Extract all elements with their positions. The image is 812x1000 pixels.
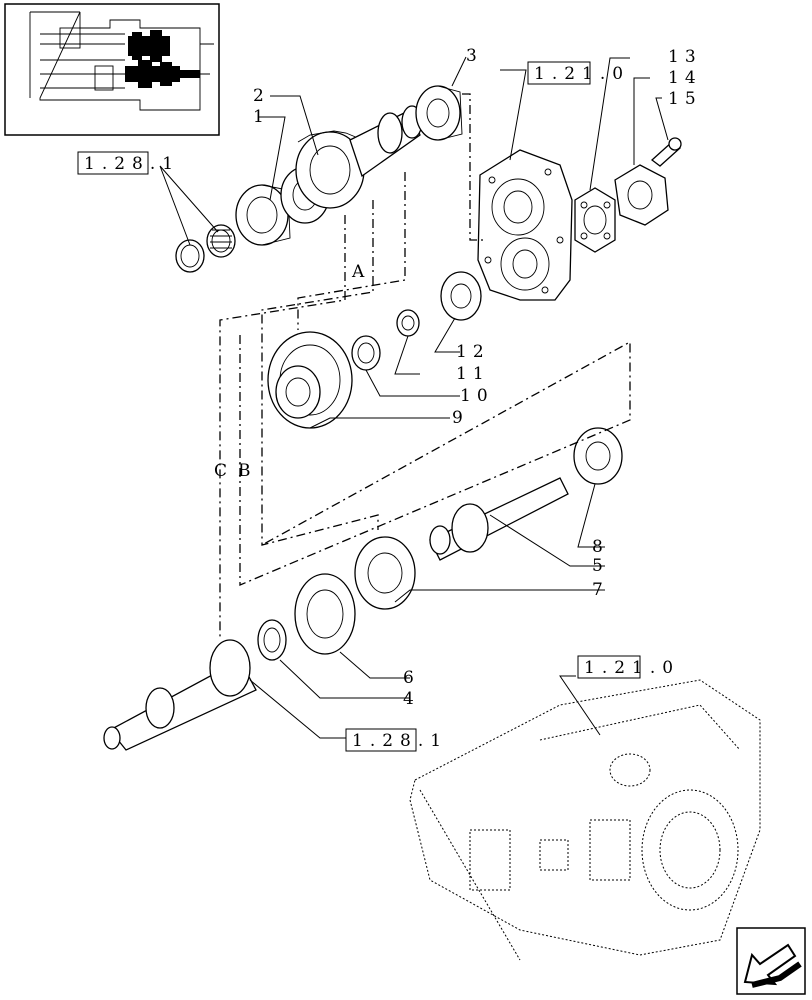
callout-6: 6 [403, 668, 420, 688]
callout-3: 3 [466, 46, 483, 66]
lower-shaft-group [103, 573, 356, 751]
leader-lines [78, 56, 669, 739]
callout-13: 13 [668, 47, 702, 67]
flow-letter-a: A [351, 262, 370, 282]
callout-12: 12 [456, 342, 490, 362]
housing-plate [477, 137, 682, 301]
ref-top-right[interactable]: 1.21.0 [534, 64, 630, 84]
next-page-arrow-icon[interactable] [736, 927, 806, 995]
callout-1: 1 [253, 107, 270, 127]
callout-4: 4 [403, 689, 420, 709]
flow-letter-c: C [214, 461, 233, 481]
location-thumbnail [4, 3, 220, 136]
reference-boxes: 1.28.1 1.21.0 1.21.0 1.28.1 [77, 61, 680, 752]
ref-lower-right[interactable]: 1.21.0 [584, 658, 680, 678]
middle-gear-group [267, 271, 482, 429]
callout-8: 8 [592, 537, 609, 557]
callout-14: 14 [668, 68, 702, 88]
callout-11: 11 [456, 364, 490, 384]
callout-10: 10 [460, 386, 494, 406]
callout-15: 15 [668, 89, 702, 109]
flow-letter-b: B [238, 461, 257, 481]
gearbox-housing [409, 679, 761, 961]
callout-7: 7 [592, 580, 609, 600]
callout-9: 9 [452, 408, 469, 428]
callout-5: 5 [592, 556, 609, 576]
callout-numbers: 1 2 3 4 5 6 7 8 9 10 11 12 13 14 15 [253, 46, 702, 709]
upper-shaft-group [175, 85, 463, 273]
flow-lines: A B C [214, 93, 631, 640]
output-shaft-group [354, 427, 623, 610]
ref-top-left[interactable]: 1.28.1 [84, 154, 180, 174]
ref-bottom[interactable]: 1.28.1 [352, 731, 448, 751]
callout-2: 2 [253, 86, 270, 106]
